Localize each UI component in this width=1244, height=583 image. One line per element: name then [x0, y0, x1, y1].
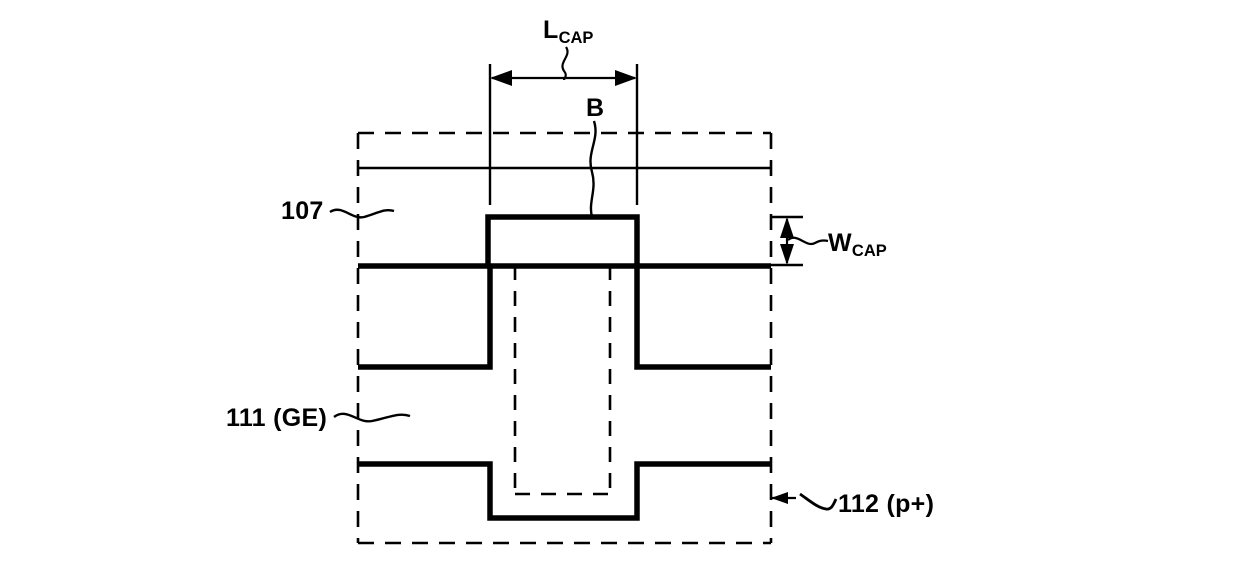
b-leader-wave: [589, 120, 597, 218]
lcap-subscript: CAP: [558, 28, 594, 47]
inner-dashed-box: [513, 263, 612, 496]
reference-numeral-111-ge: 111 (GE): [226, 404, 328, 432]
ref-112-leader: [771, 492, 838, 511]
dimension-label-lcap: LCAP: [543, 16, 593, 47]
wcap-leader-wave: [787, 236, 829, 246]
ref-111-leader-wave: [333, 412, 411, 423]
lcap-base: L: [543, 16, 559, 44]
lcap-arrow-right: [615, 70, 637, 86]
wcap-arrow-down: [780, 244, 794, 265]
wcap-base: W: [828, 229, 852, 257]
lcap-leader-wave: [561, 46, 569, 81]
wcap-dimension: [771, 215, 829, 267]
cap-layer-outline: [358, 214, 771, 269]
dimension-label-wcap: WCAP: [828, 229, 887, 260]
ref-107-leader-wave: [329, 208, 395, 219]
ref-112-leader-wave: [799, 492, 838, 511]
reference-numeral-112-pplus: 112 (p+): [838, 490, 935, 518]
wcap-subscript: CAP: [851, 241, 887, 260]
callout-label-b: B: [586, 94, 605, 122]
reference-numeral-107: 107: [281, 197, 324, 225]
outer-dashed-region-112: [356, 131, 773, 545]
lcap-arrow-left: [490, 70, 512, 86]
pplus-region-outline: [358, 461, 771, 521]
ref-112-arrow: [771, 492, 788, 504]
gate-electrode-outline: [358, 263, 771, 370]
wcap-arrow-up: [780, 217, 794, 238]
lcap-dimension: [488, 46, 639, 205]
